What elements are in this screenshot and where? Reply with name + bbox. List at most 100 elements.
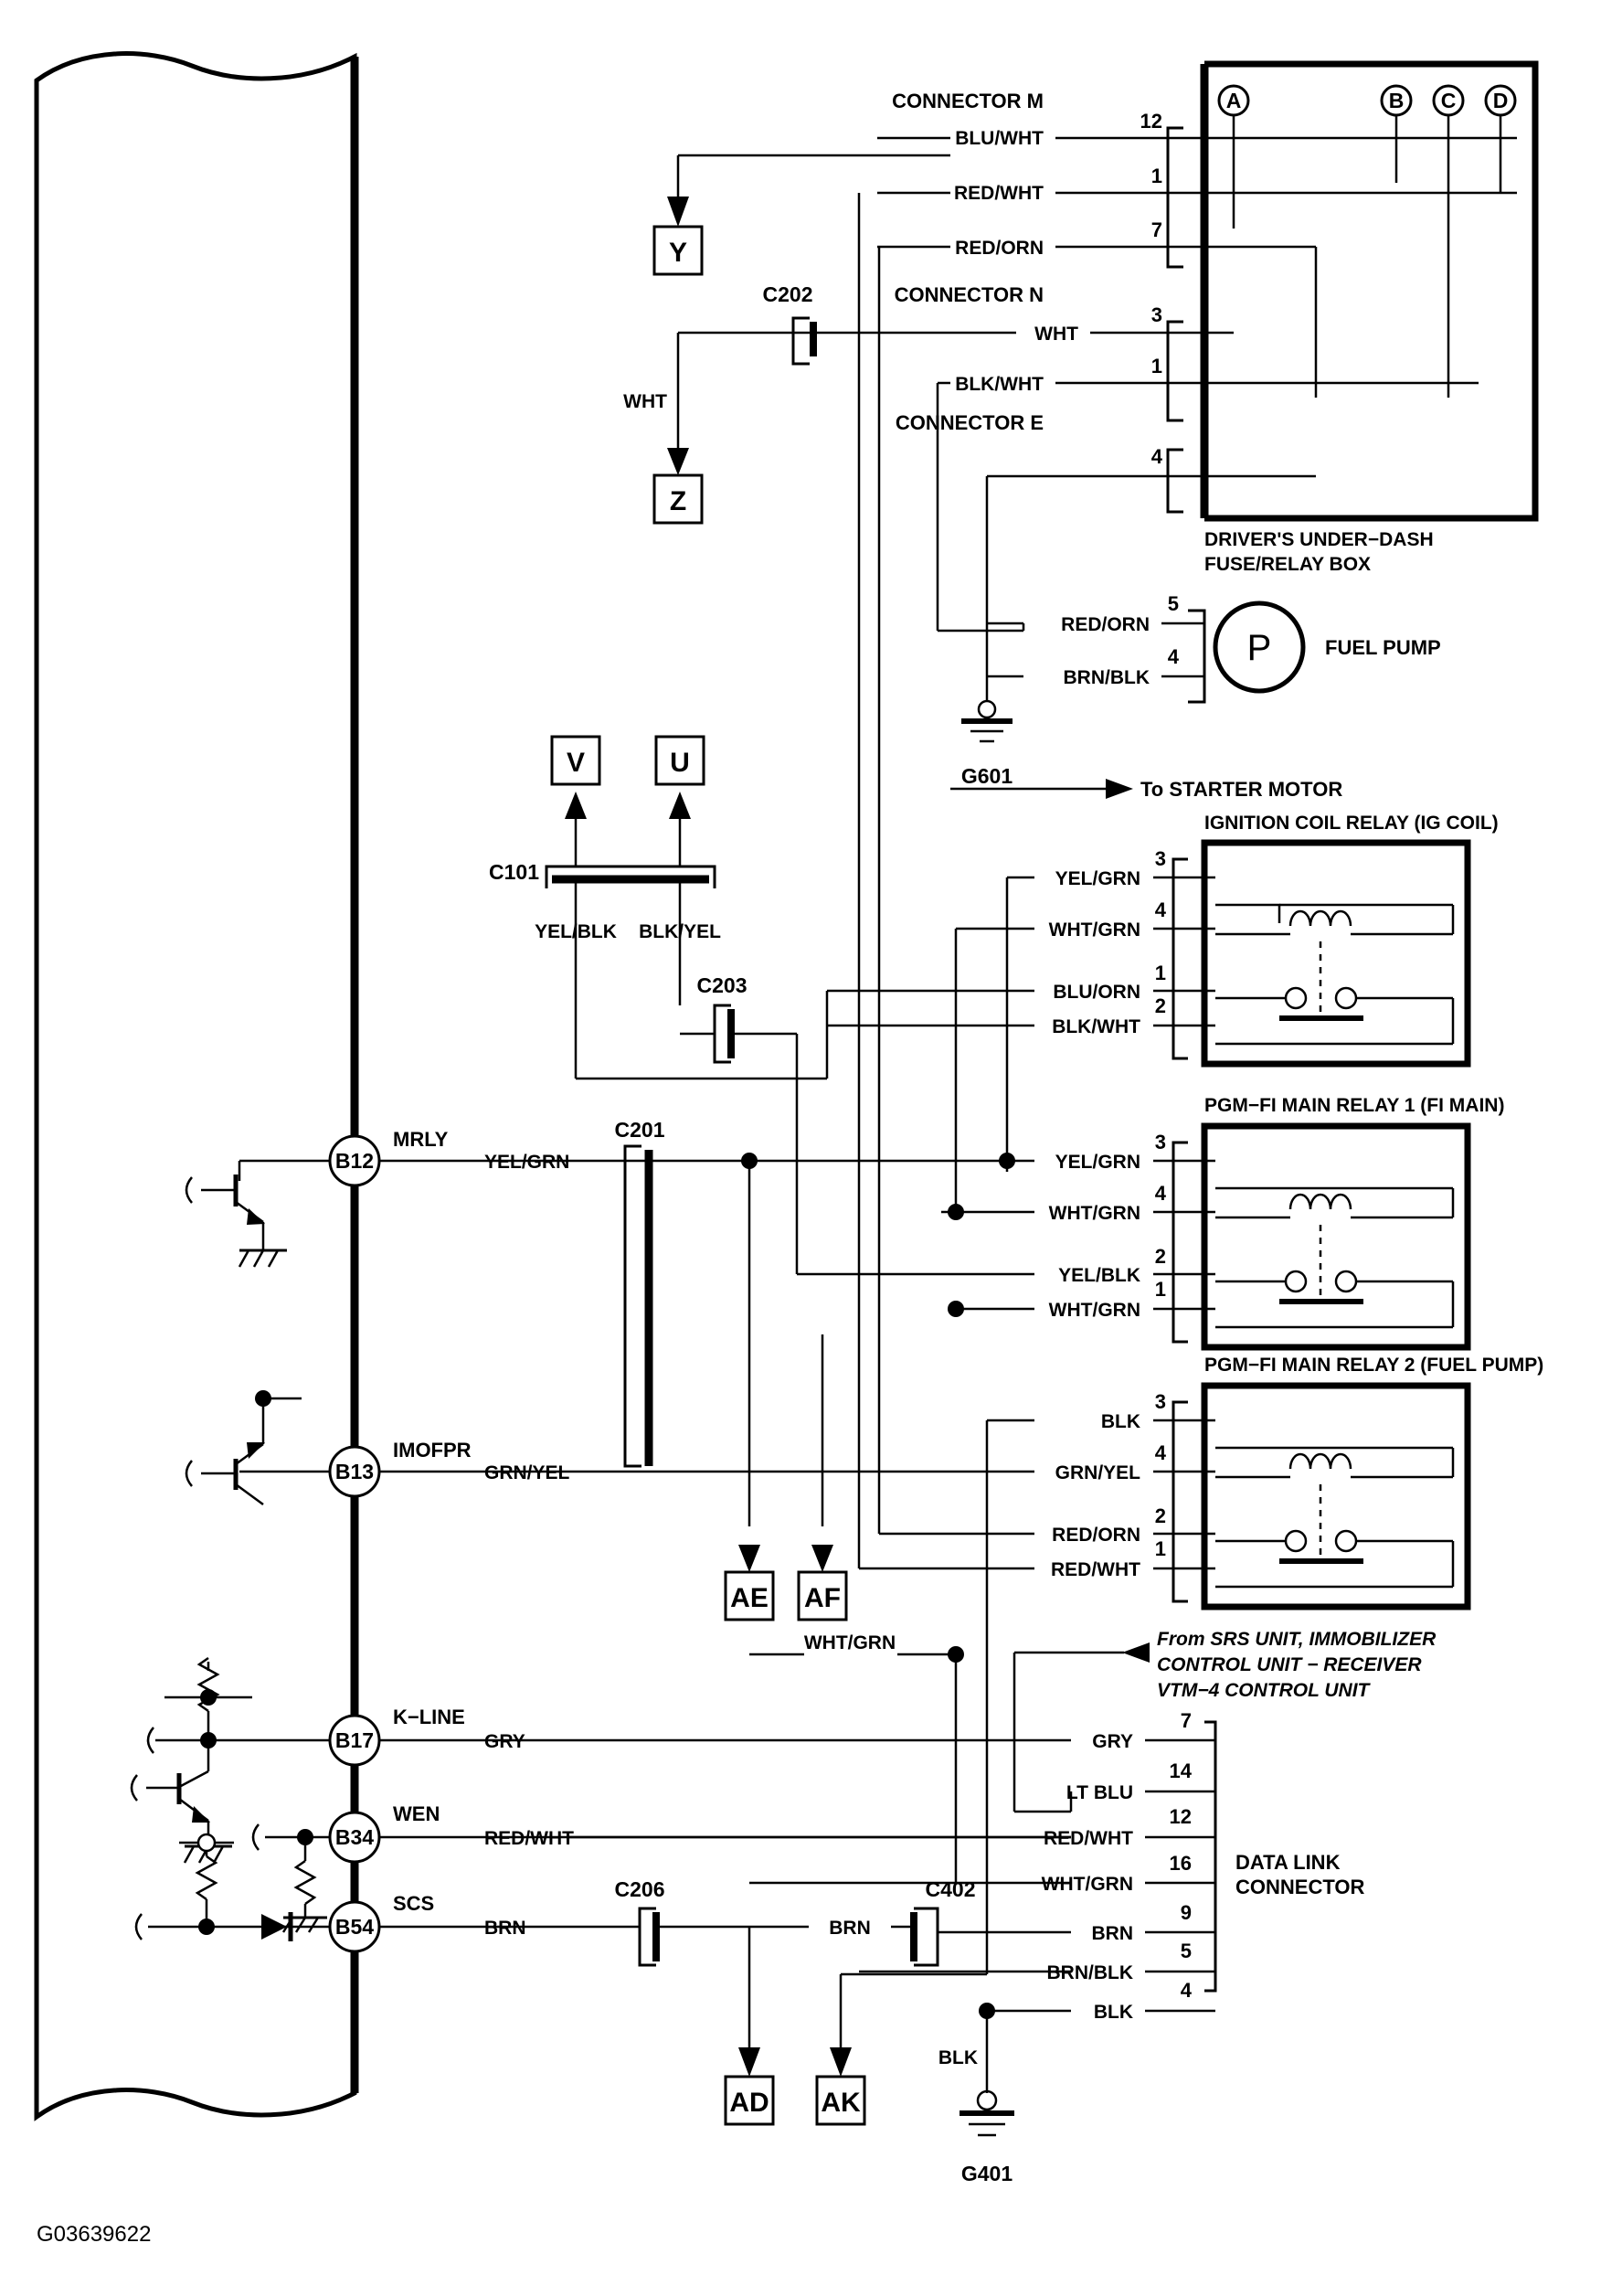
- connector-n-bracket: [1166, 320, 1183, 422]
- fi-main-terminal-3: 3 YEL/GRN: [567, 1131, 1215, 1173]
- dlc-terminal-9: 9 BRN: [950, 1901, 1215, 1944]
- page-ref-af-label: AF: [804, 1583, 841, 1613]
- wire-color-label: RED/ORN: [1052, 1525, 1140, 1546]
- connector-e-bracket: [1166, 448, 1183, 514]
- wire-color-label: GRY: [1092, 1731, 1133, 1752]
- signal-label: K−LINE: [393, 1706, 465, 1728]
- terminal-n-1: 1 BLK/WHT: [936, 355, 1479, 631]
- wire-color-label: WHT/GRN: [1049, 1300, 1140, 1321]
- pin-id-label: B54: [335, 1915, 374, 1939]
- wire-color-label: RED/WHT: [954, 183, 1044, 204]
- fuse-relay-box: [1200, 60, 1539, 522]
- wire-color-label: BLK: [1094, 2002, 1133, 2023]
- terminal-m-12: 12 BLU/WHT: [877, 110, 1517, 149]
- figure-id-label: G03639622: [37, 2222, 151, 2247]
- page-ref-af[interactable]: AF: [797, 1334, 848, 1621]
- pin-number: 1: [1151, 165, 1162, 187]
- wire-color-label: GRN/YEL: [1055, 1462, 1141, 1483]
- page-ref-ae[interactable]: AE: [724, 1545, 775, 1621]
- wire-color-label: BLU/WHT: [955, 128, 1044, 149]
- pgm-fi-relay1-bracket: [1172, 1141, 1188, 1344]
- wire-color-label: WHT/GRN: [1049, 1203, 1140, 1224]
- terminal-e-4: 4: [985, 445, 1316, 676]
- pgm-fi-relay2-title: PGM−FI MAIN RELAY 2 (FUEL PUMP): [1204, 1355, 1543, 1376]
- wire-color-label: RED/ORN: [1061, 614, 1150, 635]
- page-ref-ad[interactable]: AD: [724, 1927, 775, 2126]
- pin-number: 5: [1168, 592, 1179, 615]
- signal-label: IMOFPR: [393, 1439, 472, 1462]
- fuel-pump-symbol: P: [1213, 601, 1306, 694]
- page-ref-u[interactable]: U: [654, 735, 705, 866]
- pin-number: 2: [1155, 1504, 1166, 1527]
- connector-c206-label: C206: [615, 1877, 665, 1901]
- ig-coil-terminal-3: 3 YEL/GRN: [1005, 847, 1215, 1172]
- pin-number: 12: [1140, 110, 1162, 133]
- blk-g401-label: BLK: [938, 2047, 978, 2068]
- wire-color-label: BLK/WHT: [1052, 1016, 1140, 1037]
- inline-connector-c206: C206: [615, 1877, 665, 1967]
- page-ref-y[interactable]: Y: [652, 154, 950, 276]
- wire-color-label: BLU/ORN: [1053, 982, 1140, 1003]
- fuel-pump-bracket: [1188, 609, 1206, 704]
- data-link-connector-body: [1204, 1720, 1217, 1993]
- signal-label: WEN: [393, 1802, 440, 1825]
- junction-dot: [948, 1301, 964, 1317]
- junction-dot: [948, 1204, 964, 1220]
- callout-b-label: B: [1389, 89, 1405, 112]
- pgm-fi-relay2-box: [1201, 1382, 1471, 1610]
- ecm-pin-b34: B34 WEN RED/WHT: [251, 1802, 574, 1933]
- callout-c-label: C: [1441, 89, 1457, 112]
- fi-main-terminal-4: 4 WHT/GRN: [941, 1182, 1215, 1224]
- page-ref-z[interactable]: WHT Z: [623, 331, 786, 525]
- signal-label: MRLY: [393, 1128, 449, 1151]
- ecm-pin-b54: B54 SCS BRN: [134, 1833, 526, 1953]
- inline-connector-c101: C101: [489, 860, 716, 888]
- wire-color-label: YEL/GRN: [484, 1152, 569, 1173]
- page-ref-ae-label: AE: [730, 1583, 769, 1613]
- pin-number: 1: [1155, 1537, 1166, 1560]
- connector-m-bracket: [1166, 126, 1183, 269]
- wire-color-label: WHT: [1034, 324, 1078, 345]
- wire-color-label: LT BLU: [1066, 1782, 1133, 1803]
- dlc-terminal-4: 4 BLK: [979, 1979, 1215, 2023]
- ignition-coil-relay-bracket: [1172, 857, 1188, 1060]
- wire-color-label: WHT/GRN: [1042, 1874, 1133, 1895]
- ignition-coil-relay-box: [1201, 839, 1471, 1068]
- wire-color-label: BRN/BLK: [1064, 667, 1150, 688]
- pgm-fi-relay1-box: [1201, 1122, 1471, 1351]
- connector-c203-label: C203: [697, 973, 747, 997]
- pin-id-label: B34: [335, 1825, 374, 1849]
- wire-color-label: WHT/GRN: [1049, 919, 1140, 941]
- pgm-fi-relay1-title: PGM−FI MAIN RELAY 1 (FI MAIN): [1204, 1095, 1504, 1116]
- ignition-coil-relay-title: IGNITION COIL RELAY (IG COIL): [1204, 813, 1499, 834]
- page-ref-z-label: Z: [670, 486, 686, 516]
- ecm-pin-b17: B17 K−LINE GRY: [130, 1656, 525, 1864]
- pin-number: 3: [1155, 1131, 1166, 1153]
- pin-id-label: B12: [335, 1149, 374, 1173]
- wire-color-label: RED/WHT: [484, 1828, 574, 1849]
- fuel-pump-terminal-5: 5 RED/ORN: [938, 592, 1204, 635]
- page-ref-y-label: Y: [669, 238, 687, 268]
- pin-number: 9: [1181, 1901, 1192, 1924]
- ig-coil-terminal-1: 1 BLU/ORN: [825, 962, 1215, 1079]
- pin-number: 4: [1155, 898, 1167, 921]
- page-ref-ad-label: AD: [729, 2088, 769, 2118]
- pin-number: 4: [1155, 1182, 1167, 1205]
- starter-motor-note: To STARTER MOTOR: [1140, 778, 1342, 801]
- wire-color-label: BLK: [1101, 1411, 1140, 1432]
- pin-number: 5: [1181, 1940, 1192, 1962]
- wire-color-label: YEL/GRN: [1055, 868, 1140, 889]
- brn-mid-label: BRN: [829, 1918, 871, 1939]
- wire-color-label: BRN: [484, 1918, 526, 1939]
- page-ref-ak[interactable]: AK: [815, 1972, 969, 2126]
- connector-c201-label: C201: [615, 1118, 665, 1142]
- page-ref-v[interactable]: V: [550, 735, 601, 866]
- ground-g401-label: G401: [961, 2162, 1013, 2185]
- fuel-pump-relay-terminal-2: 2 RED/ORN: [877, 247, 1215, 1546]
- whtgrn-mid-label: WHT/GRN: [804, 1632, 896, 1653]
- pin-number: 3: [1155, 847, 1166, 870]
- callout-d-label: D: [1493, 89, 1509, 112]
- dlc-terminal-5: 5 BRN/BLK: [914, 1940, 1215, 1983]
- pin-id-label: B13: [335, 1460, 374, 1483]
- dlc-terminal-16: 16 WHT/GRN: [749, 1852, 1215, 1895]
